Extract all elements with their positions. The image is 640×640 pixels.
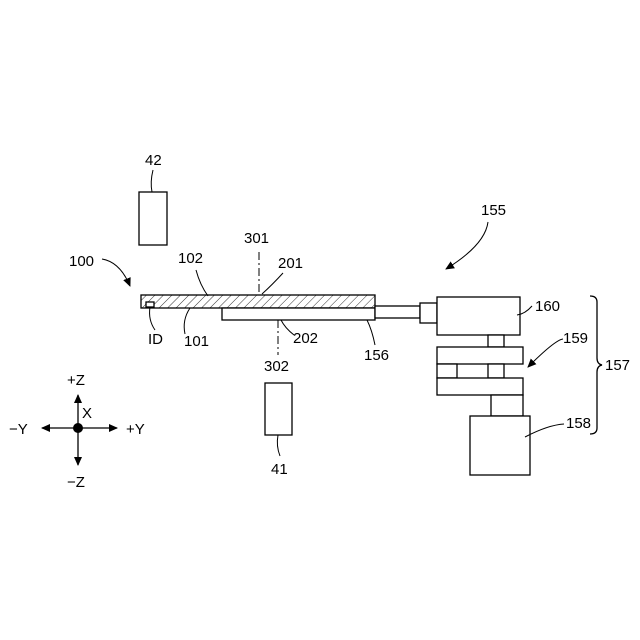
- axis-x: X: [82, 405, 92, 422]
- label-160: 160: [535, 298, 560, 315]
- label-159: 159: [563, 330, 588, 347]
- label-302: 302: [264, 358, 289, 375]
- axis-minus-z: −Z: [67, 474, 85, 491]
- drive-unit-157: 160 159 158 157 155: [420, 202, 630, 475]
- wafer-100: 100 102 201 ID 101: [69, 250, 375, 350]
- axis-plus-y: +Y: [126, 421, 145, 438]
- sensor-42: 42: [139, 152, 167, 245]
- label-101: 101: [184, 333, 209, 350]
- label-158: 158: [566, 415, 591, 432]
- label-102: 102: [178, 250, 203, 267]
- label-301: 301: [244, 230, 269, 247]
- label-201: 201: [278, 255, 303, 272]
- axis-minus-y: −Y: [9, 421, 28, 438]
- label-41: 41: [271, 461, 288, 478]
- axis-indicator: +Z −Z −Y +Y X: [9, 372, 145, 491]
- stage-156: 202 156: [222, 306, 420, 364]
- label-157: 157: [605, 357, 630, 374]
- label-155: 155: [481, 202, 506, 219]
- label-42: 42: [145, 152, 162, 169]
- sensor-41: 41: [265, 383, 292, 478]
- label-202: 202: [293, 330, 318, 347]
- axis-plus-z: +Z: [67, 372, 85, 389]
- label-id: ID: [148, 331, 163, 348]
- id-mark: [146, 302, 154, 307]
- label-156: 156: [364, 347, 389, 364]
- label-100: 100: [69, 253, 94, 270]
